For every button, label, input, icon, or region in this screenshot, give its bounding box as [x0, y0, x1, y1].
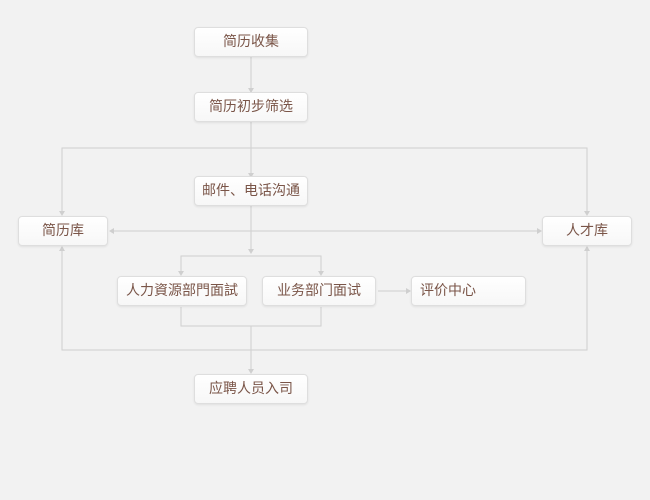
node-eval-center: 评价中心 [411, 276, 526, 306]
connector-to-talent-bank [251, 147, 588, 212]
arrowhead-eval [406, 288, 411, 294]
connector-to-resume-bank [61, 147, 251, 212]
arrowhead-split [248, 249, 254, 254]
connector-merge [180, 307, 322, 327]
arrowhead-banks-right [537, 228, 542, 234]
node-label: 简历初步筛选 [209, 99, 293, 115]
connector-split [180, 255, 322, 272]
arrowhead-contact [248, 173, 254, 178]
node-label: 简历库 [42, 223, 84, 239]
arrowhead-screen [248, 88, 254, 93]
node-label: 人才库 [566, 223, 608, 239]
arrowhead-loop-resume-bank [59, 246, 65, 251]
connector-loop-resume-bank [61, 250, 251, 351]
node-hr-interview: 人力資源部門面試 [117, 276, 247, 306]
node-label: 业务部门面试 [277, 283, 361, 299]
node-label: 邮件、电话沟通 [202, 183, 300, 199]
arrowhead-talent-bank [584, 211, 590, 216]
arrowhead-banks-left [109, 228, 114, 234]
node-label: 评价中心 [420, 283, 476, 299]
connector-loop-talent-bank [251, 250, 588, 351]
node-resume-bank: 简历库 [18, 216, 108, 246]
node-onboard: 应聘人员入司 [194, 374, 308, 404]
node-label: 应聘人员入司 [209, 381, 293, 397]
arrowhead-hr-interview [178, 271, 184, 276]
node-contact: 邮件、电话沟通 [194, 176, 308, 206]
node-label: 简历收集 [223, 34, 279, 50]
arrowhead-onboard [248, 369, 254, 374]
node-talent-bank: 人才库 [542, 216, 632, 246]
node-resume-screen: 简历初步筛选 [194, 92, 308, 122]
arrowhead-resume-bank [59, 211, 65, 216]
node-dept-interview: 业务部门面试 [262, 276, 376, 306]
node-resume-collect: 简历收集 [194, 27, 308, 57]
arrowhead-loop-talent-bank [584, 246, 590, 251]
node-label: 人力資源部門面試 [126, 283, 238, 299]
arrowhead-dept-interview [318, 271, 324, 276]
